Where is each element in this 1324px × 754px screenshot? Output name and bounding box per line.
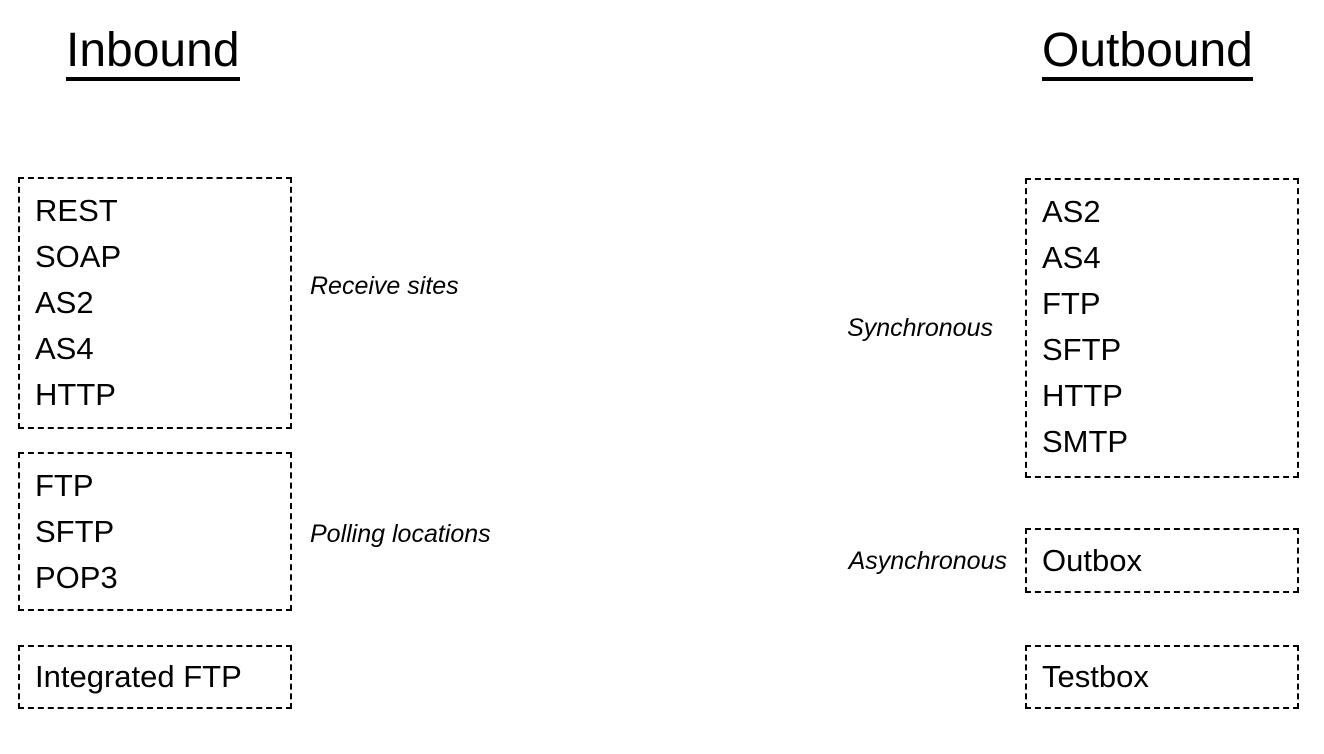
protocol-item: FTP <box>1042 286 1101 321</box>
protocol-item: Outbox <box>1042 542 1142 578</box>
protocol-item: SOAP <box>35 239 122 274</box>
protocol-item: REST <box>35 193 118 228</box>
outbox-box: Outbox <box>1025 528 1299 593</box>
protocol-item: POP3 <box>35 560 118 595</box>
inbound-title: Inbound <box>66 26 240 81</box>
outbound-title: Outbound <box>1042 26 1253 81</box>
protocol-item: Testbox <box>1042 659 1149 694</box>
protocol-item: AS2 <box>35 285 94 320</box>
synchronous-label: Synchronous <box>847 314 993 342</box>
integrated-ftp-box: Integrated FTP <box>18 645 292 709</box>
protocol-item: AS4 <box>1042 240 1101 275</box>
protocol-item: SFTP <box>35 514 115 549</box>
protocol-item: Integrated FTP <box>35 659 242 694</box>
receive-sites-box: REST SOAP AS2 AS4 HTTP <box>18 177 292 429</box>
protocol-item: FTP <box>35 468 94 503</box>
protocol-item: HTTP <box>1042 378 1123 413</box>
testbox-box: Testbox <box>1025 645 1299 709</box>
receive-sites-label: Receive sites <box>310 272 459 300</box>
asynchronous-label: Asynchronous <box>848 547 1007 575</box>
polling-locations-label: Polling locations <box>310 520 491 548</box>
protocol-item: SFTP <box>1042 332 1122 367</box>
synchronous-box: AS2 AS4 FTP SFTP HTTP SMTP <box>1025 178 1299 478</box>
polling-locations-box: FTP SFTP POP3 <box>18 452 292 611</box>
protocol-item: SMTP <box>1042 424 1129 459</box>
protocol-item: AS2 <box>1042 194 1101 229</box>
protocol-item: AS4 <box>35 331 94 366</box>
protocol-item: HTTP <box>35 377 116 412</box>
